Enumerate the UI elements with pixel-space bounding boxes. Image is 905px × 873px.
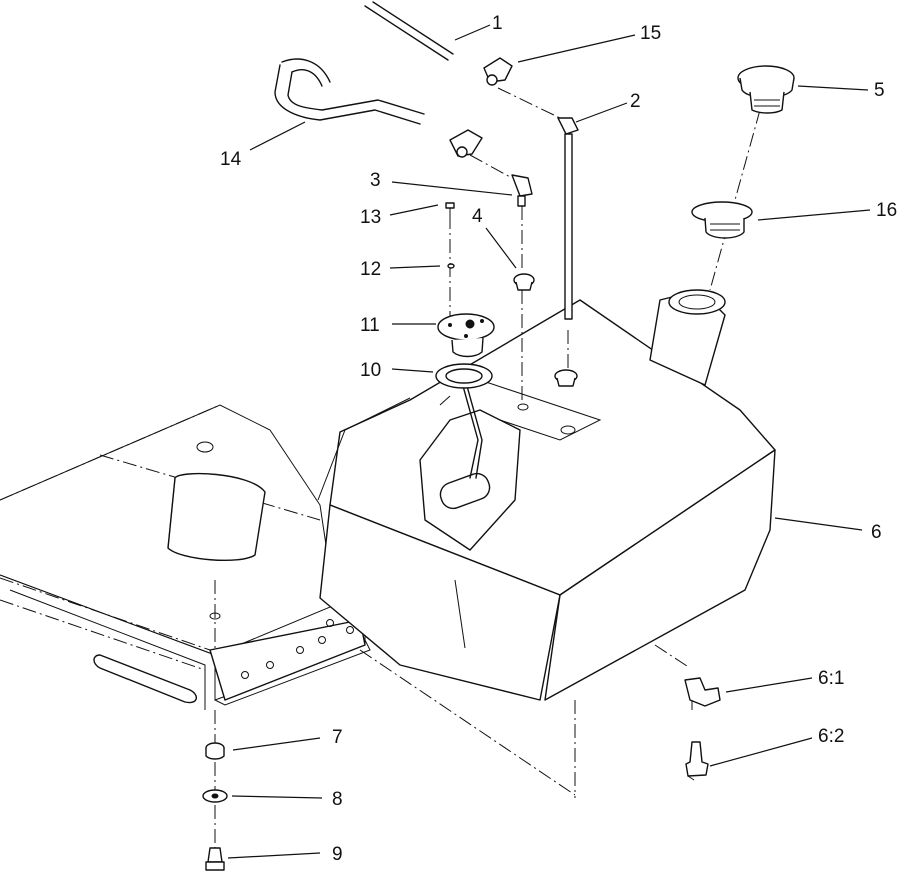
callout-16: 16 bbox=[876, 200, 897, 221]
washer-small bbox=[447, 263, 455, 269]
callout-labels: 1 15 2 5 14 3 13 4 16 12 11 10 6 6:1 6:2… bbox=[220, 13, 897, 865]
fuel-sender-plate bbox=[437, 313, 495, 358]
drain-elbow bbox=[684, 677, 721, 710]
callout-2: 2 bbox=[630, 91, 641, 112]
elbow-fitting-lower bbox=[511, 174, 533, 207]
hose-clamp-lower bbox=[449, 129, 483, 158]
hose-clamp-upper bbox=[483, 57, 513, 86]
flat-washer bbox=[202, 789, 228, 803]
callout-7: 7 bbox=[332, 727, 343, 748]
callout-14: 14 bbox=[220, 149, 242, 170]
gasket bbox=[435, 363, 493, 389]
callout-3: 3 bbox=[370, 170, 381, 191]
leader-dashes bbox=[214, 87, 761, 848]
callout-8: 8 bbox=[332, 789, 343, 810]
fuel-hose bbox=[274, 58, 425, 125]
chassis-frame bbox=[0, 404, 371, 710]
drain-valve bbox=[685, 741, 709, 781]
fuel-tank bbox=[317, 289, 776, 701]
fuel-cap bbox=[737, 65, 795, 114]
callout-12: 12 bbox=[360, 259, 381, 280]
callout-6-1: 6:1 bbox=[818, 668, 844, 689]
callout-1: 1 bbox=[492, 13, 503, 34]
elbow-fitting-upper bbox=[557, 117, 579, 320]
callout-13: 13 bbox=[360, 207, 381, 228]
grommet-tank bbox=[554, 369, 578, 387]
bolt bbox=[205, 847, 225, 871]
callout-15: 15 bbox=[640, 23, 661, 44]
callout-6-2: 6:2 bbox=[818, 726, 844, 747]
isolator bbox=[205, 742, 225, 760]
callout-6: 6 bbox=[871, 522, 882, 543]
callout-4: 4 bbox=[472, 206, 483, 227]
screw bbox=[445, 202, 455, 215]
callout-9: 9 bbox=[332, 844, 343, 865]
vent-tube bbox=[364, 1, 454, 61]
callout-5: 5 bbox=[874, 80, 885, 101]
callout-leaders bbox=[227, 24, 871, 859]
callout-10: 10 bbox=[360, 360, 381, 381]
grommet bbox=[513, 273, 535, 291]
callout-11: 11 bbox=[360, 315, 380, 336]
filler-adapter bbox=[691, 201, 753, 239]
